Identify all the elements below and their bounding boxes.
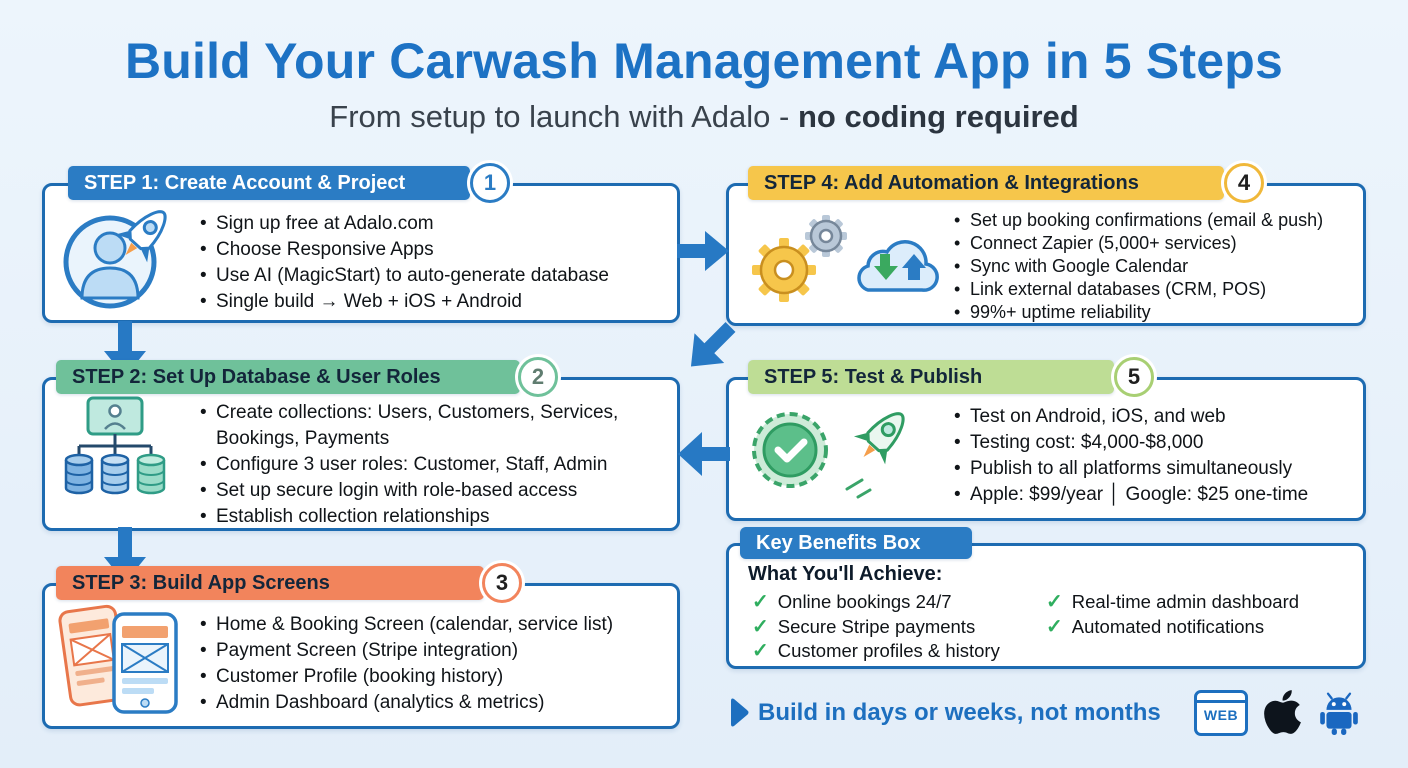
bullet-item: Apple: $99/year │ Google: $25 one-time (952, 482, 1360, 508)
bullet-item: Use AI (MagicStart) to auto-generate dat… (198, 263, 670, 289)
benefit-label: Automated notifications (1071, 615, 1265, 637)
bullet-item: Payment Screen (Stripe integration) (198, 638, 674, 664)
bullet-item: Single build → Web + iOS + Android (198, 289, 670, 315)
key-benefits-box (726, 543, 1366, 669)
check-icon: ✓ (1046, 591, 1063, 613)
page-subtitle: From setup to launch with Adalo - no cod… (0, 99, 1408, 135)
subtitle-bold: no coding required (797, 99, 1079, 134)
browser-bar (1197, 693, 1245, 703)
step-2-number-badge: 2 (518, 357, 558, 397)
subtitle-regular: From setup to launch with Adalo - (329, 99, 798, 134)
key-benefits-header: Key Benefits Box (740, 527, 972, 559)
step-3-number-badge: 3 (482, 563, 522, 603)
step-3-header: STEP 3: Build App Screens (56, 566, 484, 600)
step-4-bullets: Set up booking confirmations (email & pu… (952, 209, 1360, 324)
web-platform-icon: WEB (1194, 690, 1248, 736)
check-icon: ✓ (752, 591, 769, 613)
bullet-item: Home & Booking Screen (calendar, service… (198, 612, 674, 638)
benefit-item: ✓ Automated notifications (1046, 615, 1299, 640)
android-logo-icon (1316, 690, 1362, 741)
test-publish-icon (740, 398, 950, 508)
check-icon: ✓ (752, 640, 769, 662)
apple-logo-icon (1262, 687, 1303, 742)
bullet-item: Sync with Google Calendar (952, 255, 1360, 278)
bullet-item: Sign up free at Adalo.com (198, 211, 670, 237)
benefit-label: Online bookings 24/7 (777, 591, 952, 612)
check-icon: ✓ (1046, 615, 1063, 638)
arrow-step5-to-step2-icon (678, 432, 730, 481)
page-title: Build Your Carwash Management App in 5 S… (124, 33, 1284, 89)
benefit-item: ✓ Secure Stripe payments (752, 615, 1000, 640)
benefit-label: Customer profiles & history (777, 640, 1000, 661)
app-screens-icon (58, 602, 193, 722)
benefit-label: Secure Stripe payments (777, 615, 976, 637)
benefits-heading: What You'll Achieve: (748, 563, 943, 585)
arrow-step4-to-step5-icon (673, 312, 746, 385)
step-5-number-badge: 5 (1114, 357, 1154, 397)
step-4-header: STEP 4: Add Automation & Integrations (748, 166, 1224, 200)
bullet-item: Establish collection relationships (198, 504, 674, 530)
automation-integrations-icon (740, 208, 945, 318)
bullet-item: 99%+ uptime reliability (952, 301, 1360, 324)
account-rocket-icon (58, 202, 193, 319)
step-3-bullets: Home & Booking Screen (calendar, service… (198, 612, 674, 716)
bullet-item: Publish to all platforms simultaneously (952, 456, 1360, 482)
benefit-item: ✓ Online bookings 24/7 (752, 590, 1000, 615)
bullet-item: Customer Profile (booking history) (198, 664, 674, 690)
bullet-item: Choose Responsive Apps (198, 237, 670, 263)
benefit-label: Real-time admin dashboard (1071, 591, 1300, 612)
check-icon: ✓ (752, 615, 769, 638)
step-2-bullets: Create collections: Users, Customers, Se… (198, 400, 674, 530)
marker-icon (727, 697, 751, 734)
footer-tagline: Build in days or weeks, not months (758, 699, 1161, 726)
bullet-item: Test on Android, iOS, and web (952, 404, 1360, 430)
arrow-step1-to-step4-icon (677, 231, 729, 276)
bullet-item: Connect Zapier (5,000+ services) (952, 232, 1360, 255)
bullet-item: Testing cost: $4,000-$8,000 (952, 430, 1360, 456)
step-1-bullets: Sign up free at Adalo.com Choose Respons… (198, 211, 670, 315)
benefits-column-2: ✓ Real-time admin dashboard ✓ Automated … (1046, 590, 1299, 639)
database-roles-icon (58, 396, 198, 521)
step-4-number-badge: 4 (1224, 163, 1264, 203)
web-label: WEB (1203, 707, 1239, 723)
step-5-bullets: Test on Android, iOS, and web Testing co… (952, 404, 1360, 508)
bullet-item: Set up secure login with role-based acce… (198, 478, 674, 504)
benefits-column-1: ✓ Online bookings 24/7 ✓ Secure Stripe p… (752, 590, 1000, 664)
step-1-number-badge: 1 (470, 163, 510, 203)
step-1-header: STEP 1: Create Account & Project (68, 166, 470, 200)
bullet-item: Admin Dashboard (analytics & metrics) (198, 690, 674, 716)
bullet-item: Link external databases (CRM, POS) (952, 278, 1360, 301)
step-5-header: STEP 5: Test & Publish (748, 360, 1114, 394)
step-2-header: STEP 2: Set Up Database & User Roles (56, 360, 520, 394)
benefit-item: ✓ Real-time admin dashboard (1046, 590, 1299, 615)
bullet-item: Set up booking confirmations (email & pu… (952, 209, 1360, 232)
bullet-item: Configure 3 user roles: Customer, Staff,… (198, 452, 674, 478)
bullet-item: Create collections: Users, Customers, Se… (198, 400, 674, 452)
benefit-item: ✓ Customer profiles & history (752, 639, 1000, 664)
